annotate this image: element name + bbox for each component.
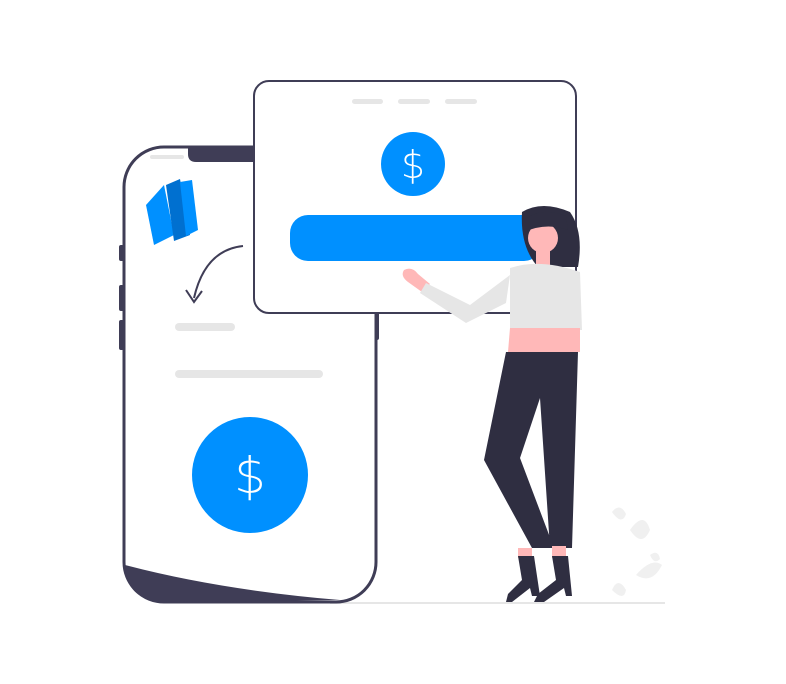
card-dash xyxy=(398,99,430,104)
neck xyxy=(536,250,550,268)
plant-leaves xyxy=(612,507,662,596)
phone-bottom-band xyxy=(125,565,340,602)
dollar-symbol: $ xyxy=(234,447,266,505)
dollar-icon: $ xyxy=(192,417,308,533)
payment-card: $ xyxy=(253,80,577,314)
head xyxy=(528,223,558,253)
dollar-symbol: $ xyxy=(401,143,425,187)
person xyxy=(402,206,582,602)
card-dash xyxy=(352,99,383,104)
brand-logo-icon xyxy=(146,179,198,245)
pants xyxy=(484,352,578,548)
phone-notch xyxy=(188,148,254,162)
shirt xyxy=(420,263,582,330)
dollar-icon: $ xyxy=(381,132,445,196)
boot xyxy=(534,556,572,602)
card-dash xyxy=(445,99,477,104)
pay-button[interactable] xyxy=(290,215,542,261)
text-placeholder-line xyxy=(175,323,235,331)
ankle xyxy=(518,546,566,558)
hand xyxy=(402,268,430,292)
midriff xyxy=(508,328,580,352)
curved-arrow-icon xyxy=(185,245,244,304)
boot xyxy=(506,556,540,602)
text-placeholder-line xyxy=(175,370,323,378)
phone-speaker xyxy=(150,155,184,159)
